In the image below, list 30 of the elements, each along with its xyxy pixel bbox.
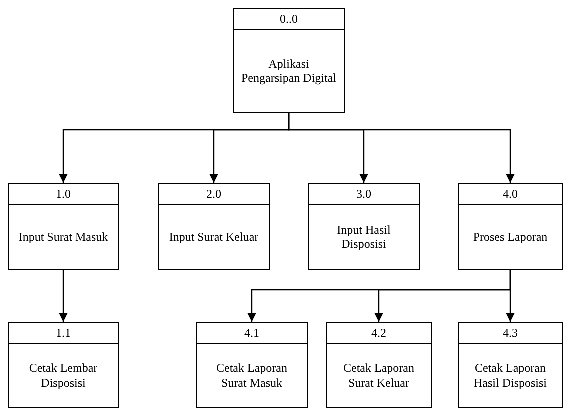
arrow xyxy=(59,270,68,322)
arrow xyxy=(506,270,515,322)
process-number: 4.1 xyxy=(244,326,260,340)
process-number: 4.3 xyxy=(503,326,518,340)
process-label: Aplikasi Pengarsipan Digital xyxy=(240,56,338,86)
process-number: 0..0 xyxy=(280,12,298,26)
process-box xyxy=(8,183,119,270)
process-label: Input Surat Masuk xyxy=(18,230,108,244)
process-box xyxy=(8,322,119,408)
process-number: 1.0 xyxy=(56,186,71,202)
process-label: Cetak Laporan Surat Masuk xyxy=(216,361,288,390)
process-number: 4.2 xyxy=(372,326,386,340)
process-label: Proses Laporan xyxy=(473,230,548,244)
process-box xyxy=(458,183,563,270)
process-label: Input Surat Keluar xyxy=(169,230,259,244)
process-number: 4.0 xyxy=(503,186,518,202)
process-number: 3.0 xyxy=(356,186,372,202)
process-box xyxy=(458,322,563,408)
process-box xyxy=(196,322,308,408)
process-label: Cetak Laporan Hasil Disposisi xyxy=(472,361,548,390)
process-box xyxy=(233,8,345,113)
arrow xyxy=(288,113,515,183)
process-label: Cetak Laporan Surat Keluar xyxy=(342,361,416,390)
process-box xyxy=(308,183,420,270)
process-label: Cetak Lembar Disposisi xyxy=(28,361,99,390)
process-box xyxy=(158,183,270,270)
process-number: 2.0 xyxy=(206,186,222,202)
process-number: 1.1 xyxy=(56,326,71,340)
process-label: Input Hasil Disposisi xyxy=(336,222,392,252)
process-box xyxy=(326,322,432,408)
